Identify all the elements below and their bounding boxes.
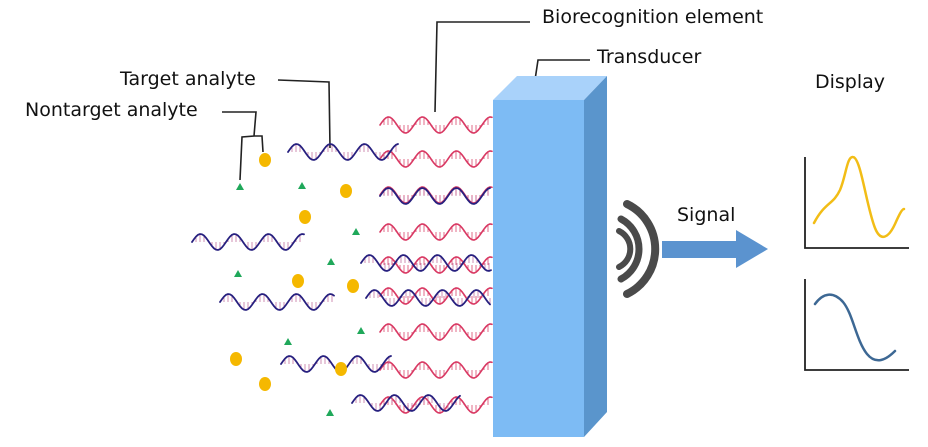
target-strand <box>365 289 491 307</box>
nontarget-dot <box>299 210 311 224</box>
nontarget-dot <box>335 362 347 376</box>
nontarget-dot <box>259 153 271 167</box>
nontarget-analyte-label: Nontarget analyte <box>25 99 198 121</box>
nontarget-triangle <box>357 327 365 334</box>
target-analyte-label: Target analyte <box>120 68 256 90</box>
biorecognition-leader <box>434 21 530 113</box>
signal-label: Signal <box>677 204 736 226</box>
transducer-side <box>584 76 607 437</box>
receptor-strand <box>379 361 493 379</box>
transducer-label: Transducer <box>597 46 702 68</box>
display-curve-top <box>812 155 906 238</box>
nontarget-dot <box>340 184 352 198</box>
target-strand <box>219 293 335 311</box>
nontarget-dot <box>230 352 242 366</box>
nontarget-triangle <box>284 338 292 345</box>
display-plot-bottom <box>804 279 909 371</box>
target-strand <box>287 143 399 161</box>
display-label: Display <box>815 71 886 93</box>
receptor-strand <box>379 256 493 274</box>
nontarget-triangle <box>326 409 334 416</box>
target-strand <box>360 254 492 272</box>
nontarget-dot <box>292 274 304 288</box>
transducer-front <box>493 100 584 437</box>
nontarget-dot <box>259 377 271 391</box>
leader-lines <box>222 21 590 181</box>
receptor-layer <box>379 116 493 414</box>
nontarget-dot <box>347 279 359 293</box>
nontarget-layer <box>230 153 365 416</box>
display-plot-top <box>804 155 909 249</box>
biorecognition-label: Biorecognition element <box>542 6 764 28</box>
target-strand-layer <box>191 143 492 412</box>
receptor-strand <box>379 287 493 305</box>
receptor-strand <box>379 116 493 134</box>
receptor-strand <box>379 323 493 341</box>
nontarget-triangle <box>234 270 242 277</box>
receptor-strand <box>379 223 493 241</box>
transducer-leader <box>534 59 590 81</box>
display-curve-bottom <box>813 293 897 362</box>
target-leader <box>277 79 331 149</box>
transducer-block <box>493 76 607 437</box>
nontarget-triangle <box>327 258 335 265</box>
transducer-top <box>493 76 607 100</box>
nontarget-triangle <box>352 228 360 235</box>
nontarget-triangle <box>236 183 244 190</box>
nontarget-triangle <box>298 182 306 189</box>
target-strand <box>351 394 461 412</box>
target-strand <box>191 233 305 251</box>
target-strand <box>379 187 491 205</box>
receptor-strand <box>379 150 493 168</box>
right-arrow-icon <box>662 230 768 268</box>
signal-waves-icon <box>616 200 660 298</box>
receptor-strand <box>379 396 493 414</box>
nontarget-leader <box>222 111 264 181</box>
